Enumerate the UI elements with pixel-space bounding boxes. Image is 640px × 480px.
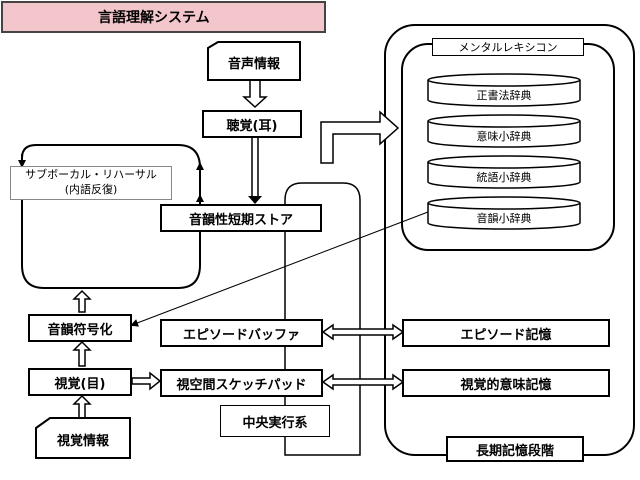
arrow-sketchpad-visual-memory xyxy=(321,373,405,391)
mental-lexicon-label: メンタルレキシコン xyxy=(432,38,584,56)
orthographic-dict-label: 正書法辞典 xyxy=(476,89,532,102)
arrow-audio-hearing xyxy=(242,78,268,109)
phonological-store-box: 音韻性短期ストア xyxy=(160,204,322,232)
arrow-vision-sketchpad xyxy=(131,371,162,391)
episodic-buffer-box: エピソードバッファ xyxy=(160,319,323,347)
link-phono-dict-encoding xyxy=(130,206,436,327)
visual-info: 視覚情報 xyxy=(56,433,109,449)
long-term-memory-label: 長期記憶段階 xyxy=(446,436,584,462)
visuospatial-sketchpad-box: 視空間スケッチパッド xyxy=(160,369,323,397)
arrow-vision-encoding xyxy=(72,340,92,367)
diagram-title: 言語理解システム xyxy=(1,1,326,33)
arrow-hearing-store xyxy=(248,196,262,204)
syntactic-dict-label: 統語小辞典 xyxy=(476,171,532,184)
arrow-visualinfo-vision xyxy=(72,394,92,421)
visual-semantic-memory-box: 視覚的意味記憶 xyxy=(402,369,610,397)
subvocal-label: サブボーカル・リハーサル xyxy=(25,168,157,181)
arrow-central-to-lexicon xyxy=(320,110,400,164)
arrow-encoding-loop xyxy=(72,289,92,313)
episodic-memory-box: エピソード記憶 xyxy=(402,319,610,347)
phonological-encoding-box: 音韻符号化 xyxy=(28,314,132,342)
semantic-dict-label: 意味小辞典 xyxy=(476,130,532,143)
subvocal-sublabel: (内語反復) xyxy=(64,183,118,196)
arrow-buffer-episodic-memory xyxy=(321,323,405,341)
hearing-box: 聴覚(耳) xyxy=(202,110,302,138)
phonological-dict-label: 音韻小辞典 xyxy=(476,212,532,225)
central-column xyxy=(284,182,361,456)
vision-box: 視覚(目) xyxy=(28,368,132,396)
central-executive-box: 中央実行系 xyxy=(220,405,330,437)
subvocal-rehearsal-box: サブボーカル・リハーサル (内語反復) xyxy=(10,166,172,200)
audio-info: 音声情報 xyxy=(227,56,280,72)
